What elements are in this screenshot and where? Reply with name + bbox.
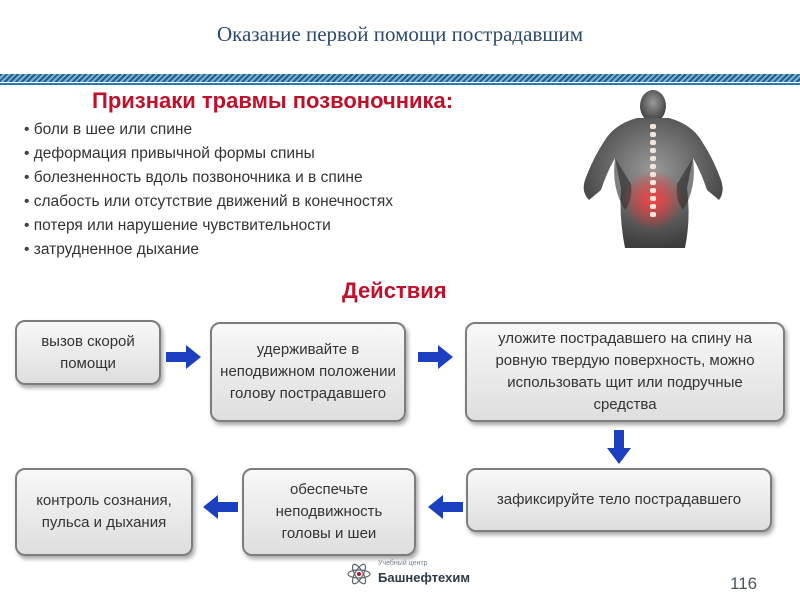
arrow-right-icon [166,345,201,369]
list-item: затрудненное дыхание [24,238,393,262]
step-lay-on-back: уложите пострадавшего на спину на ровную… [465,322,785,422]
arrow-left-icon [428,495,463,519]
header-stripe [0,74,800,82]
header-line [0,83,800,85]
list-item: слабость или отсутствие движений в конеч… [24,190,393,214]
step-hold-head: удерживайте в неподвижном положении голо… [210,322,406,422]
actions-heading: Действия [342,278,447,303]
page-number: 116 [730,574,758,593]
spine-injury-figure [583,90,723,248]
logo-subtitle: Учебный центр [378,560,428,567]
list-item: боли в шее или спине [24,118,393,142]
arrow-down-icon [607,430,631,464]
logo-name: Башнефтехим [378,570,470,585]
signs-list: боли в шее или спине деформация привычно… [24,118,393,262]
list-item: болезненность вдоль позвоночника и в спи… [24,166,393,190]
bashneftekhim-logo-icon [347,563,371,585]
list-item: потеря или нарушение чувствительности [24,214,393,238]
signs-heading: Признаки травмы позвоночника: [92,88,454,113]
arrow-right-icon [418,345,453,369]
slide-title: Оказание первой помощи пострадавшим [216,22,584,46]
step-call-ambulance: вызов скорой помощи [15,320,161,385]
step-monitor-vitals: контроль сознания, пульса и дыхания [15,468,193,556]
arrow-left-icon [203,495,238,519]
list-item: деформация привычной формы спины [24,142,393,166]
step-immobilize-head-neck: обеспечьте неподвижность головы и шеи [242,468,416,556]
step-fix-body: зафиксируйте тело пострадавшего [466,468,772,532]
